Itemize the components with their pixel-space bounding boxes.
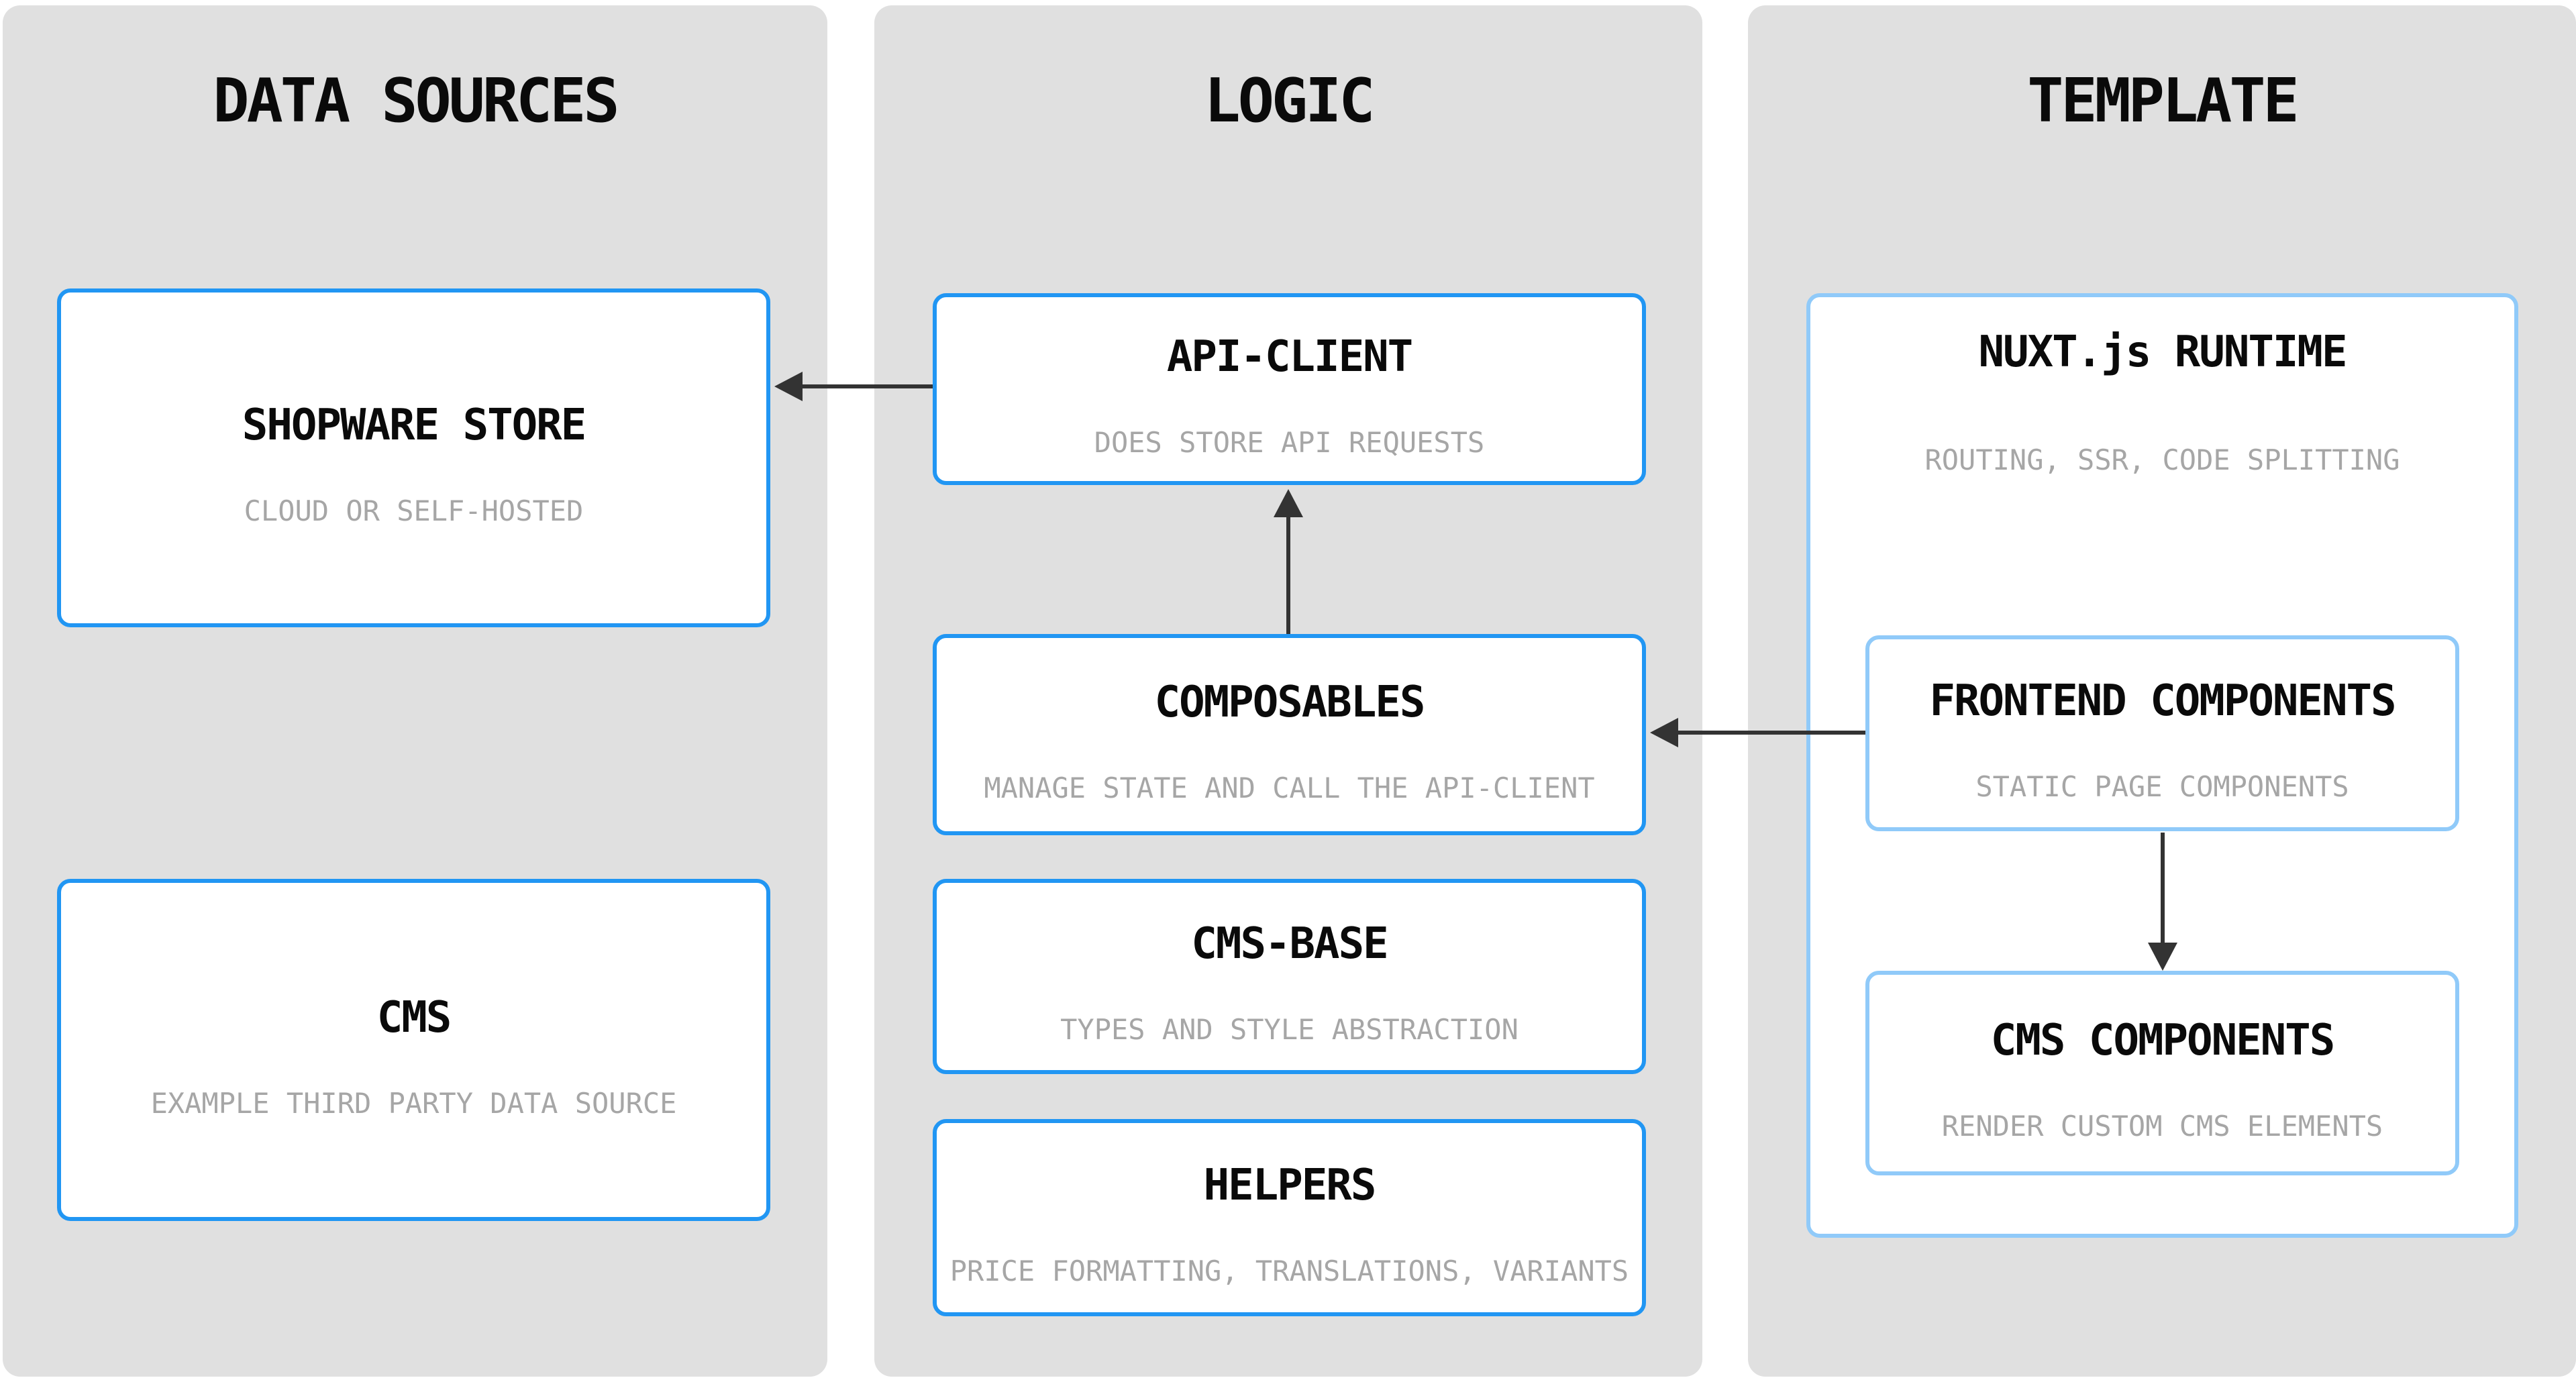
box-title-frontend-components: FRONTEND COMPONENTS [1929, 676, 2396, 726]
box-subtitle-cms-components: RENDER CUSTOM CMS ELEMENTS [1941, 1110, 2383, 1143]
column-title-template: TEMPLATE [2027, 66, 2299, 136]
box-shopware-store: SHOPWARE STORE CLOUD OR SELF-HOSTED [57, 288, 770, 627]
box-nuxt-runtime: NUXT.js RUNTIME ROUTING, SSR, CODE SPLIT… [1806, 293, 2518, 1238]
box-subtitle-frontend-components: STATIC PAGE COMPONENTS [1975, 770, 2349, 803]
box-cms-base: CMS-BASE TYPES AND STYLE ABSTRACTION [933, 879, 1646, 1074]
box-subtitle-cms-base: TYPES AND STYLE ABSTRACTION [1060, 1013, 1518, 1046]
box-subtitle-nuxt-runtime: ROUTING, SSR, CODE SPLITTING [1924, 443, 2400, 476]
column-template: TEMPLATE NUXT.js RUNTIME ROUTING, SSR, C… [1748, 5, 2576, 1377]
box-subtitle-shopware-store: CLOUD OR SELF-HOSTED [244, 494, 584, 527]
column-logic: LOGIC API-CLIENT DOES STORE API REQUESTS… [874, 5, 1702, 1377]
box-subtitle-cms: EXAMPLE THIRD PARTY DATA SOURCE [150, 1086, 677, 1120]
box-title-helpers: HELPERS [1203, 1160, 1377, 1210]
box-title-cms-components: CMS COMPONENTS [1990, 1016, 2335, 1065]
box-subtitle-helpers: PRICE FORMATTING, TRANSLATIONS, VARIANTS [949, 1254, 1629, 1287]
column-title-logic: LOGIC [1204, 66, 1376, 136]
box-title-cms-base: CMS-BASE [1191, 919, 1388, 969]
box-cms: CMS EXAMPLE THIRD PARTY DATA SOURCE [57, 879, 770, 1221]
box-title-cms: CMS [376, 992, 452, 1043]
box-helpers: HELPERS PRICE FORMATTING, TRANSLATIONS, … [933, 1119, 1646, 1316]
box-api-client: API-CLIENT DOES STORE API REQUESTS [933, 293, 1646, 485]
box-title-shopware-store: SHOPWARE STORE [242, 401, 586, 450]
box-subtitle-composables: MANAGE STATE AND CALL THE API-CLIENT [984, 771, 1595, 804]
box-title-composables: COMPOSABLES [1154, 677, 1426, 727]
box-cms-components: CMS COMPONENTS RENDER CUSTOM CMS ELEMENT… [1865, 971, 2459, 1175]
box-composables: COMPOSABLES MANAGE STATE AND CALL THE AP… [933, 634, 1646, 835]
box-title-api-client: API-CLIENT [1166, 331, 1413, 382]
box-title-nuxt-runtime: NUXT.js RUNTIME [1978, 327, 2348, 377]
box-frontend-components: FRONTEND COMPONENTS STATIC PAGE COMPONEN… [1865, 635, 2459, 831]
box-subtitle-api-client: DOES STORE API REQUESTS [1094, 425, 1485, 459]
column-data-sources: DATA SOURCES SHOPWARE STORE CLOUD OR SEL… [3, 5, 827, 1377]
column-title-data-sources: DATA SOURCES [213, 66, 619, 136]
